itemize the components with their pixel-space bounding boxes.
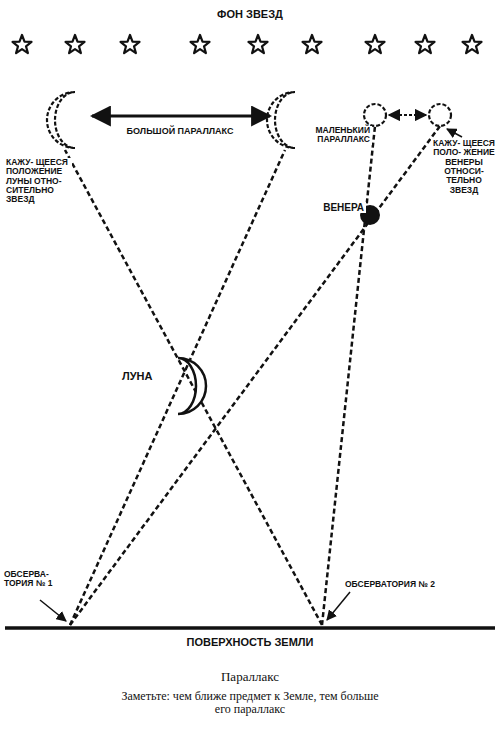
leader-line: [447, 129, 462, 137]
sight-lines: [65, 126, 440, 625]
star: [416, 35, 435, 53]
star: [463, 35, 482, 53]
apparent-moon: [267, 92, 295, 148]
parallax-arrow: [92, 115, 270, 118]
object-label: ЛУНА: [120, 370, 174, 382]
star: [66, 35, 85, 53]
heading-label: ФОН ЗВЕЗД: [150, 8, 350, 20]
caption-note: Заметьте: чем ближе предмет к Земле, тем…: [115, 690, 385, 716]
note-label: КАЖУ- ЩЕЕСЯ ПОЛО- ЖЕНИЕ ВЕНЕРЫ ОТНОСИ- Т…: [431, 139, 497, 195]
star-row: [13, 35, 482, 53]
apparent-moon: [47, 92, 75, 148]
apparent-venus: [429, 104, 451, 126]
note-label: КАЖУ- ЩЕЕСЯ ПОЛОЖЕНИЕ ЛУНЫ ОТНО- СИТЕЛЬН…: [4, 158, 72, 205]
leader-line: [327, 592, 350, 620]
leader-line: [40, 600, 66, 621]
site-label: ОБСЕРВА- ТОРИЯ № 1: [4, 570, 64, 589]
star: [191, 35, 210, 53]
star: [13, 35, 32, 53]
caption: Параллакс: [150, 670, 350, 684]
star: [249, 35, 268, 53]
surface-label: ПОВЕРХНОСТЬ ЗЕМЛИ: [130, 636, 370, 648]
apparent-venus: [364, 104, 386, 126]
parallax-label: БОЛЬШОЙ ПАРАЛЛАКС: [100, 127, 260, 137]
earth-surface: [5, 626, 495, 630]
parallax-arrow: [389, 114, 426, 116]
site-label: ОБСЕРВАТОРИЯ № 2: [345, 580, 495, 589]
star: [303, 35, 322, 53]
star: [121, 35, 140, 53]
parallax-label: МАЛЕНЬКИЙ ПАРАЛЛАКС: [300, 126, 372, 145]
star: [366, 35, 385, 53]
moon: [178, 358, 206, 414]
object-label: ВЕНЕРА: [300, 202, 366, 213]
